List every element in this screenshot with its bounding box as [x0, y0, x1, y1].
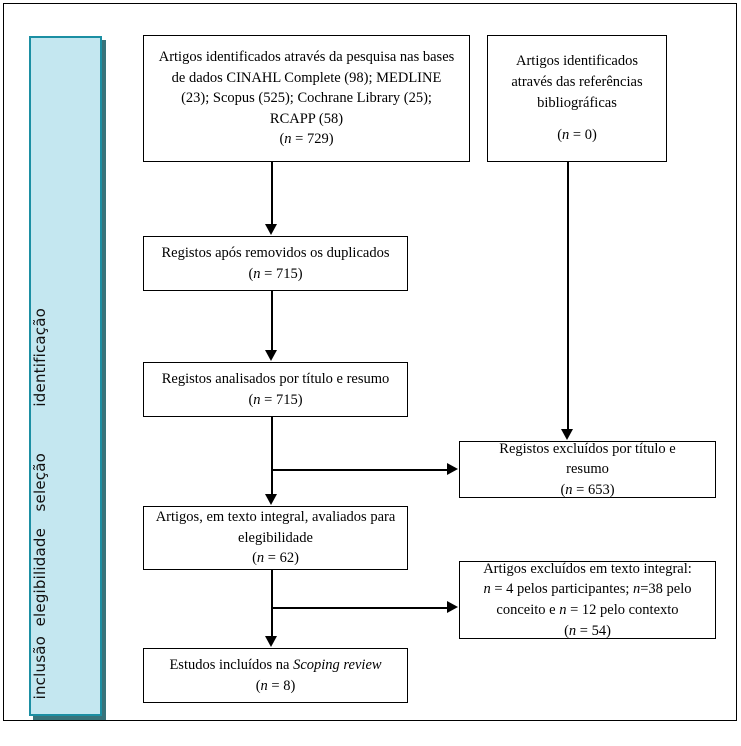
- included-text: Estudos incluídos na: [169, 656, 294, 673]
- connector-dedup-to-screened-line: [271, 291, 273, 351]
- references-spacer: [496, 113, 658, 125]
- connector-screened-to-excluded-line: [271, 469, 448, 471]
- connector-databases-to-dedup-arrow: [265, 224, 277, 235]
- references-line-3: bibliográficas: [537, 94, 617, 111]
- phase-label-elegibilidade: elegibilidade: [31, 528, 49, 627]
- context-text: = 12 pelo contexto: [566, 602, 679, 618]
- connector-references-to-excluded-line: [567, 162, 569, 431]
- excluded-fulltext-line-2: n = 4 pelos participantes; n=38 pelo: [468, 579, 707, 600]
- count-value: = 715): [260, 265, 303, 282]
- references-line-2: através das referências: [511, 73, 643, 90]
- paren-open: (: [248, 265, 254, 282]
- n-symbol-participants: n: [483, 581, 491, 598]
- count-value: = 653): [572, 481, 615, 498]
- excluded-fulltext-line-1: Artigos excluídos em texto integral:: [483, 560, 692, 577]
- count-value: = 715): [260, 391, 303, 408]
- n-symbol: n: [562, 127, 570, 144]
- excluded-screening-count: (n = 653): [468, 480, 707, 501]
- phase-label-identificacao: identificação: [31, 308, 49, 407]
- references-line-1: Artigos identificados: [515, 53, 639, 70]
- count-value: = 62): [264, 550, 299, 567]
- phase-label-selecao: seleção: [31, 453, 49, 512]
- databases-line-1: Artigos identificados através da pesquis…: [158, 49, 455, 66]
- connector-fulltext-to-excluded-line: [271, 607, 448, 609]
- figure-frame: [3, 3, 737, 721]
- scoping-review-emphasis: Scoping review: [293, 656, 382, 673]
- count-value: = 8): [267, 677, 296, 694]
- screened-line-1: Registos analisados por título e resumo: [161, 370, 390, 387]
- connector-fulltext-to-excluded-arrow: [447, 601, 458, 613]
- excluded-screening-line-1: Registos excluídos por título e: [499, 440, 676, 457]
- count-value: = 0): [569, 127, 597, 144]
- fulltext-count: (n = 62): [152, 548, 399, 569]
- node-fulltext-assessed-eligibility: Artigos, em texto integral, avaliados pa…: [143, 506, 408, 570]
- connector-screened-to-fulltext-arrow: [265, 494, 277, 505]
- paren-open: (: [564, 622, 569, 639]
- n-symbol-concept: n: [633, 581, 641, 598]
- node-fulltext-excluded: Artigos excluídos em texto integral: n =…: [459, 561, 716, 639]
- n-symbol: n: [565, 481, 573, 498]
- excluded-fulltext-count: (n = 54): [468, 621, 707, 642]
- phase-label-inclusao: inclusão: [31, 636, 49, 700]
- count-value: = 54): [576, 622, 611, 639]
- paren-open: (: [255, 677, 261, 694]
- databases-line-4: RCAPP (58): [269, 110, 344, 127]
- paren-open: (: [560, 481, 566, 498]
- n-symbol: n: [260, 677, 268, 694]
- excluded-fulltext-line-3: conceito e n = 12 pelo contexto: [468, 600, 707, 621]
- connector-dedup-to-screened-arrow: [265, 350, 277, 361]
- connector-screened-to-fulltext-line: [271, 417, 273, 495]
- node-records-screened: Registos analisados por título e resumo …: [143, 362, 408, 417]
- concept-cont-text: conceito e: [496, 602, 560, 618]
- phase-bar: identificação seleção elegibilidade incl…: [29, 36, 102, 716]
- node-records-identified-databases: Artigos identificados através da pesquis…: [143, 35, 470, 162]
- fulltext-line-1: Artigos, em texto integral, avaliados pa…: [155, 509, 396, 526]
- paren-open: (: [252, 550, 257, 567]
- connector-screened-to-excluded-arrow: [447, 463, 458, 475]
- databases-line-3: (23); Scopus (525); Cochrane Library (25…: [181, 90, 432, 107]
- deduplicated-count: (n = 715): [152, 264, 399, 285]
- node-records-identified-references: Artigos identificados através das referê…: [487, 35, 667, 162]
- n-symbol: n: [253, 265, 261, 282]
- fulltext-line-2: elegibilidade: [238, 529, 313, 546]
- references-count: (n = 0): [496, 125, 658, 146]
- excluded-screening-line-2: resumo: [566, 461, 609, 478]
- paren-open: (: [279, 131, 285, 148]
- connector-fulltext-to-included-line: [271, 570, 273, 637]
- count-value: = 729): [291, 131, 334, 148]
- n-symbol-context: n: [559, 602, 567, 618]
- paren-open: (: [248, 391, 254, 408]
- screened-count: (n = 715): [152, 390, 399, 411]
- paren-open: (: [557, 127, 563, 144]
- connector-references-to-excluded-arrow: [561, 429, 573, 440]
- participants-text: = 4 pelos participantes;: [490, 581, 633, 598]
- databases-line-2: de dados CINAHL Complete (98); MEDLINE: [171, 69, 442, 86]
- concept-text: =38 pelo: [640, 581, 692, 598]
- node-records-excluded-screening: Registos excluídos por título e resumo (…: [459, 441, 716, 498]
- n-symbol: n: [253, 391, 261, 408]
- included-line-1: Estudos incluídos na Scoping review: [152, 655, 399, 676]
- connector-fulltext-to-included-arrow: [265, 636, 277, 647]
- n-symbol: n: [256, 550, 265, 567]
- included-count: (n = 8): [152, 676, 399, 697]
- n-symbol: n: [568, 622, 577, 639]
- node-studies-included: Estudos incluídos na Scoping review (n =…: [143, 648, 408, 703]
- deduplicated-line-1: Registos após removidos os duplicados: [161, 244, 390, 261]
- connector-databases-to-dedup-line: [271, 162, 273, 226]
- databases-count: (n = 729): [152, 129, 461, 150]
- node-records-after-duplicates-removed: Registos após removidos os duplicados (n…: [143, 236, 408, 291]
- n-symbol: n: [284, 131, 292, 148]
